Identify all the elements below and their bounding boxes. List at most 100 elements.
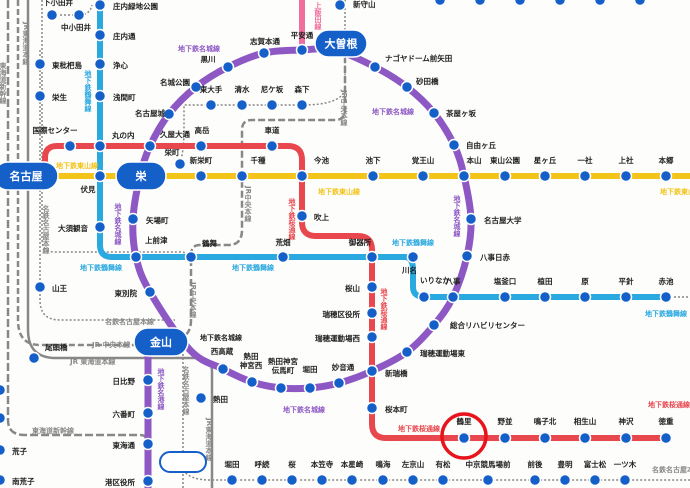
station-marker[interactable] <box>225 473 239 487</box>
station-marker[interactable] <box>406 473 420 487</box>
station-label[interactable]: 相生山 <box>574 416 597 426</box>
station-marker[interactable] <box>72 8 86 22</box>
station-marker[interactable] <box>184 250 198 264</box>
station-marker[interactable] <box>295 169 309 183</box>
hub-station[interactable]: 神宮前 <box>159 451 207 473</box>
station-label[interactable]: 鶴舞 <box>202 238 217 248</box>
station-label[interactable]: 覚王山 <box>412 155 435 165</box>
station-label[interactable]: 一ツ木 <box>614 459 637 469</box>
station-label[interactable]: 吹上 <box>314 212 329 222</box>
station-marker[interactable] <box>93 89 107 103</box>
station-marker[interactable] <box>457 169 471 183</box>
station-label[interactable]: 山王 <box>52 283 67 293</box>
station-label[interactable]: 鳴海 <box>376 459 391 469</box>
station-label[interactable]: 妙音通 <box>332 362 355 372</box>
station-marker[interactable] <box>433 0 447 7</box>
station-label[interactable]: 富士松 <box>584 459 607 469</box>
station-label[interactable]: 前後 <box>528 459 543 469</box>
station-marker[interactable] <box>416 169 430 183</box>
station-marker[interactable] <box>427 318 441 332</box>
station-marker[interactable] <box>366 169 380 183</box>
station-label[interactable]: 中小田井 <box>61 22 91 32</box>
station-marker[interactable] <box>189 80 203 94</box>
station-label[interactable]: 神沢 <box>619 416 634 426</box>
station-marker[interactable] <box>659 290 673 304</box>
station-marker[interactable] <box>295 43 309 57</box>
station-marker[interactable] <box>27 351 41 365</box>
station-label[interactable]: 浄心 <box>113 60 128 70</box>
station-label[interactable]: 日比野 <box>113 376 136 386</box>
station-label[interactable]: 桜 <box>288 459 296 469</box>
station-marker[interactable] <box>619 290 633 304</box>
station-marker[interactable] <box>194 139 208 153</box>
station-marker[interactable] <box>173 157 187 171</box>
station-label[interactable]: 志賀本通 <box>250 36 280 46</box>
station-marker[interactable] <box>93 220 107 234</box>
station-label[interactable]: 庄内緑地公園 <box>113 1 158 11</box>
station-label[interactable]: 名城公園 <box>160 77 190 87</box>
station-label[interactable]: 伏見 <box>81 184 96 194</box>
station-marker[interactable] <box>376 473 390 487</box>
station-label[interactable]: 一社 <box>578 155 593 165</box>
station-label[interactable]: 池下 <box>366 155 381 165</box>
station-marker[interactable] <box>0 411 7 425</box>
station-label[interactable]: 自由ヶ丘 <box>466 140 496 150</box>
station-marker[interactable] <box>365 401 379 415</box>
station-marker[interactable] <box>578 431 592 445</box>
station-marker[interactable] <box>0 443 7 457</box>
station-label[interactable]: ナゴヤドーム前矢田 <box>385 53 452 63</box>
station-label[interactable]: 東枇杷島 <box>52 60 82 70</box>
station-marker[interactable] <box>498 169 512 183</box>
station-label[interactable]: 荒子 <box>11 446 27 456</box>
station-label[interactable]: 庄内通 <box>113 31 136 41</box>
station-marker[interactable] <box>221 60 235 74</box>
station-label[interactable]: 左京山 <box>401 459 425 469</box>
station-label[interactable]: 久屋大通 <box>159 129 190 139</box>
station-marker[interactable] <box>446 290 460 304</box>
station-label[interactable]: 丸の内 <box>111 130 135 140</box>
station-label[interactable]: 本郷 <box>658 155 674 165</box>
station-label[interactable]: いりなか <box>420 276 450 285</box>
station-marker[interactable] <box>295 98 309 112</box>
station-label[interactable]: 矢場町 <box>146 215 169 225</box>
station-label[interactable]: 本星崎 <box>340 459 364 469</box>
station-label[interactable]: 港区役所 <box>105 477 135 487</box>
station-marker[interactable] <box>93 28 107 42</box>
station-marker[interactable] <box>0 383 7 397</box>
station-label[interactable]: 星ヶ丘 <box>534 155 557 165</box>
station-marker[interactable] <box>194 391 208 405</box>
station-label[interactable]: 有松 <box>436 459 451 469</box>
station-marker[interactable] <box>33 280 47 294</box>
station-marker[interactable] <box>315 473 329 487</box>
station-label[interactable]: 上社 <box>619 155 634 165</box>
station-marker[interactable] <box>538 169 552 183</box>
station-marker[interactable] <box>436 473 450 487</box>
station-marker[interactable] <box>365 364 379 378</box>
station-marker[interactable] <box>204 98 218 112</box>
station-label[interactable]: 国際センター <box>33 125 78 135</box>
station-label[interactable]: 名古屋城 <box>135 108 165 118</box>
station-label[interactable]: 上前津 <box>145 235 168 245</box>
station-label[interactable]: 平安通 <box>291 30 314 40</box>
station-label[interactable]: 八事日赤 <box>479 252 510 262</box>
station-marker[interactable] <box>295 209 309 223</box>
station-label[interactable]: 堀田 <box>225 459 240 469</box>
station-marker[interactable] <box>265 98 279 112</box>
station-label[interactable]: 下小田井 <box>43 0 73 7</box>
station-label[interactable]: 平針 <box>619 276 634 286</box>
station-marker[interactable] <box>400 80 414 94</box>
station-marker[interactable] <box>528 473 542 487</box>
station-marker[interactable] <box>457 431 471 445</box>
station-marker[interactable] <box>578 290 592 304</box>
station-marker[interactable] <box>333 0 347 12</box>
station-marker[interactable] <box>365 280 379 294</box>
station-label[interactable]: 徳重 <box>658 416 674 426</box>
station-marker[interactable] <box>365 306 379 320</box>
station-label[interactable]: 原 <box>581 277 589 286</box>
station-marker[interactable] <box>235 169 249 183</box>
station-label[interactable]: 植田 <box>537 276 553 286</box>
station-marker[interactable] <box>33 89 47 103</box>
station-marker[interactable] <box>141 406 155 420</box>
station-label[interactable]: 野並 <box>498 416 513 426</box>
station-label[interactable]: 東大手 <box>200 84 223 94</box>
